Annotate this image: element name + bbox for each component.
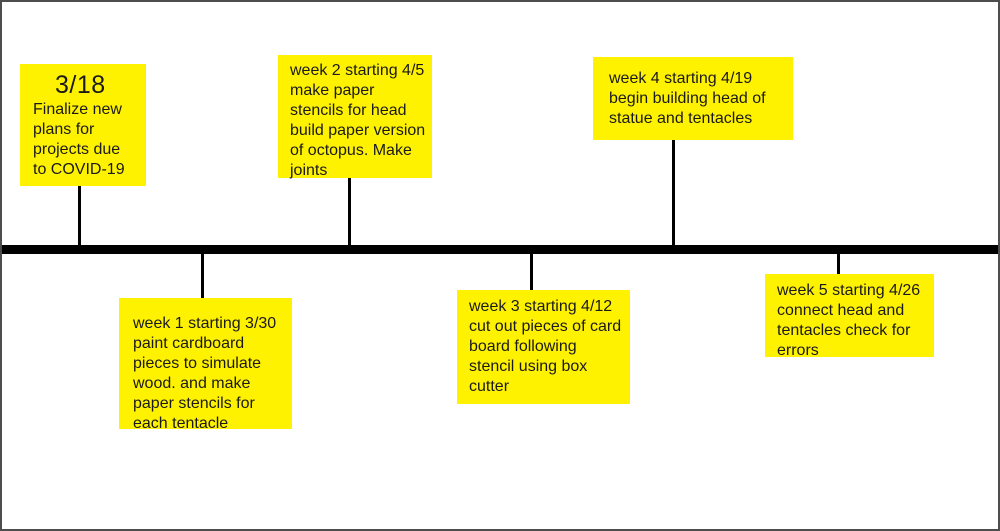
connector-line-week-4: [672, 138, 675, 250]
connector-line-week-5: [837, 252, 840, 276]
note-week-2: week 2 starting 4/5 make paper stencils …: [278, 55, 432, 179]
connector-line-week-3: [530, 252, 533, 292]
note-week-3: week 3 starting 4/12 cut out pieces of c…: [457, 290, 630, 404]
note-week-3-text: week 3 starting 4/12 cut out pieces of c…: [469, 298, 622, 395]
connector-line-week-1: [201, 252, 204, 299]
note-week-1-text: week 1 starting 3/30 paint cardboard pie…: [133, 315, 277, 432]
connector-line-week-2: [348, 176, 351, 250]
note-3-18-text: Finalize new plans for projects due to C…: [33, 101, 125, 178]
note-week-4-text: week 4 starting 4/19 begin building head…: [609, 70, 766, 127]
note-week-5-text: week 5 starting 4/26 connect head and te…: [777, 282, 921, 359]
connector-line-3-18: [78, 184, 81, 250]
note-week-5: week 5 starting 4/26 connect head and te…: [765, 274, 934, 359]
note-3-18-date: 3/18: [55, 71, 106, 99]
note-week-4: week 4 starting 4/19 begin building head…: [593, 57, 793, 140]
timeline-axis: [2, 245, 998, 254]
note-week-2-text: week 2 starting 4/5 make paper stencils …: [290, 62, 426, 179]
note-3-18: 3/18 Finalize new plans for projects due…: [20, 64, 146, 186]
note-week-1: week 1 starting 3/30 paint cardboard pie…: [119, 298, 292, 432]
